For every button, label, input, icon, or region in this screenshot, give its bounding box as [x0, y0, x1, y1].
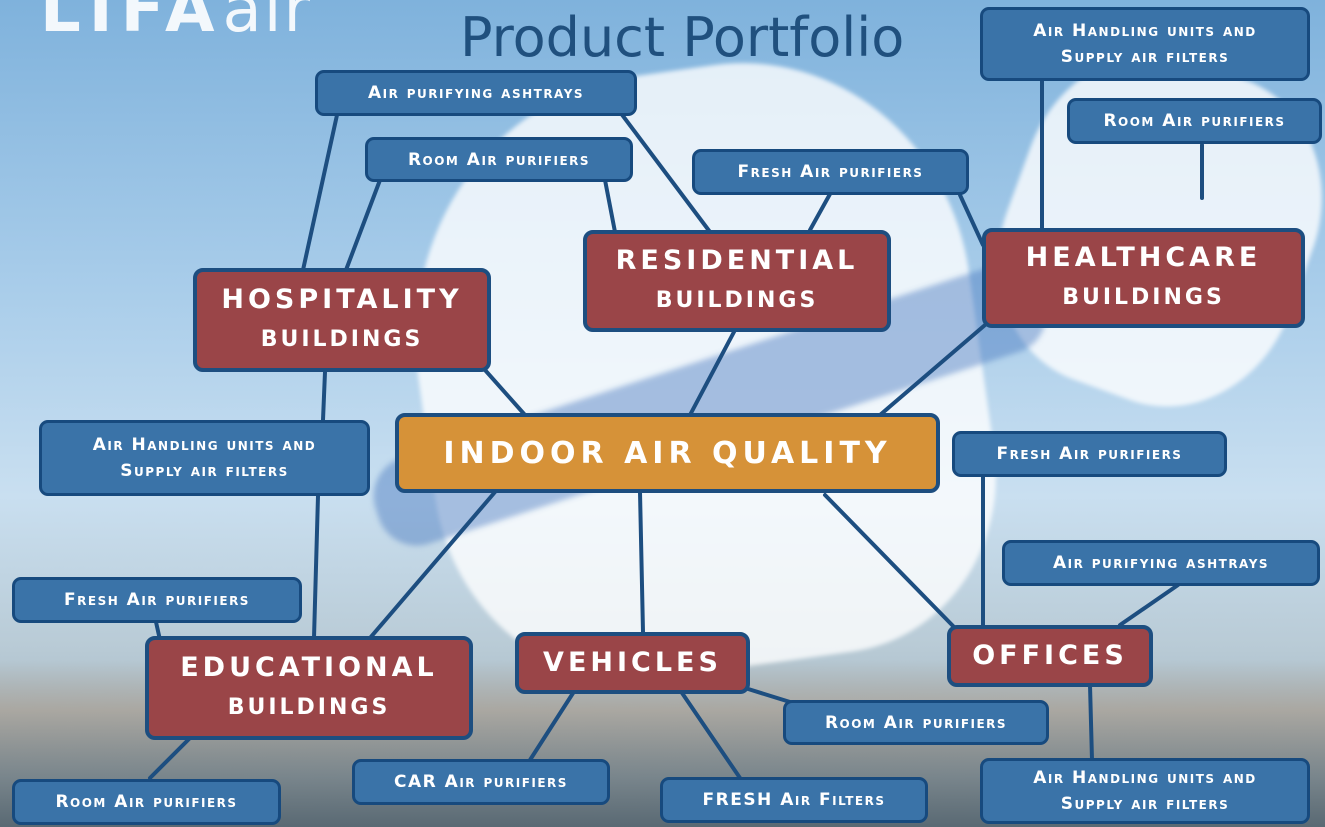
hc-room-purifiers-node: Room Air purifiers — [1067, 98, 1322, 144]
offices-node: OFFICES — [947, 625, 1153, 687]
edu-fresh-label: Fresh Air purifiers — [64, 590, 250, 610]
edu-fresh-purifiers-node: Fresh Air purifiers — [12, 577, 302, 623]
residential-sub-label: BUILDINGS — [655, 288, 819, 313]
healthcare-label: HEALTHCARE — [1025, 242, 1262, 273]
hc-ahu-node: Air Handling units and Supply air filter… — [980, 7, 1310, 81]
residential-label: RESIDENTIAL — [615, 245, 859, 276]
link-veh-car — [528, 688, 577, 762]
veh-fresh-filters-node: FRESH Air Filters — [660, 777, 928, 823]
hospitality-sub-label: BUILDINGS — [260, 327, 424, 352]
link-veh-fresh-filters — [678, 688, 742, 780]
educational-label: EDUCATIONAL — [180, 652, 438, 683]
link-center-residential — [688, 328, 737, 417]
off-ahu-line2: Supply air filters — [1060, 794, 1230, 814]
logo-main: LIFA — [40, 0, 223, 47]
healthcare-buildings-node: HEALTHCARE BUILDINGS — [982, 228, 1305, 328]
off-ashtrays-node: Air purifying ashtrays — [1002, 540, 1320, 586]
link-res-room — [603, 178, 617, 234]
vehicles-label: VEHICLES — [543, 647, 722, 678]
hosp-ashtrays-label: Air purifying ashtrays — [367, 83, 585, 103]
hospitality-label: HOSPITALITY — [221, 284, 463, 315]
link-edu-room — [148, 736, 192, 780]
hosp-ahu-line2: Supply air filters — [120, 461, 289, 481]
residential-buildings-node: RESIDENTIAL BUILDINGS — [583, 230, 891, 332]
link-res-fresh — [808, 192, 832, 232]
veh-room-label: Room Air purifiers — [824, 712, 1008, 733]
logo-suffix: air — [222, 0, 312, 47]
hc-room-label: Room Air purifiers — [1103, 111, 1286, 131]
veh-fresh-filters-label: FRESH Air Filters — [702, 790, 886, 810]
hosp-room-label: Room Air purifiers — [407, 149, 591, 170]
link-veh-room — [743, 686, 792, 704]
link-center-hospitality — [483, 368, 527, 417]
offices-label: OFFICES — [972, 640, 1128, 671]
hosp-room-purifiers-node: Room Air purifiers — [365, 137, 633, 182]
off-fresh-label: Fresh Air purifiers — [996, 444, 1183, 464]
veh-car-label: CAR Air purifiers — [394, 772, 568, 792]
hosp-ahu-node: Air Handling units and Supply air filter… — [39, 420, 370, 496]
veh-room-purifiers-node: Room Air purifiers — [783, 700, 1049, 745]
link-res-ashtrays — [618, 110, 712, 234]
link-hc-fresh — [958, 193, 985, 247]
link-center-educational — [368, 490, 497, 640]
off-ahu-line1: Air Handling units and — [1033, 768, 1257, 788]
link-hosp-ashtrays — [301, 113, 339, 272]
hospitality-buildings-node: HOSPITALITY BUILDINGS — [193, 268, 491, 372]
lifa-air-logo: LIFAair — [40, 0, 312, 42]
link-hosp-ahu — [321, 370, 327, 422]
off-ashtrays-label: Air purifying ashtrays — [1052, 553, 1270, 573]
hc-ahu-line1: Air Handling units and — [1033, 21, 1257, 41]
link-center-offices — [823, 493, 957, 630]
link-edu-ahu — [312, 494, 320, 640]
link-hosp-room — [344, 178, 382, 272]
educational-buildings-node: EDUCATIONAL BUILDINGS — [145, 636, 473, 740]
link-center-healthcare — [878, 323, 987, 417]
page-title: Product Portfolio — [460, 6, 905, 69]
link-center-vehicles — [638, 490, 645, 634]
hc-ahu-line2: Supply air filters — [1060, 47, 1230, 67]
vehicles-node: VEHICLES — [515, 632, 750, 694]
veh-car-purifiers-node: CAR Air purifiers — [352, 759, 610, 805]
indoor-air-quality-node: INDOOR AIR QUALITY — [395, 413, 940, 493]
hosp-ashtrays-node: Air purifying ashtrays — [315, 70, 637, 116]
edu-room-purifiers-node: Room Air purifiers — [12, 779, 281, 825]
hosp-ahu-line1: Air Handling units and — [92, 435, 317, 455]
link-off-ahu — [1088, 683, 1094, 762]
link-off-ashtrays — [1118, 583, 1180, 627]
edu-room-label: Room Air purifiers — [55, 792, 238, 812]
healthcare-sub-label: BUILDINGS — [1062, 285, 1225, 310]
center-label: INDOOR AIR QUALITY — [443, 435, 892, 471]
res-fresh-label: Fresh Air purifiers — [737, 162, 924, 182]
res-fresh-purifiers-node: Fresh Air purifiers — [692, 149, 969, 195]
off-fresh-purifiers-node: Fresh Air purifiers — [952, 431, 1227, 477]
off-ahu-node: Air Handling units and Supply air filter… — [980, 758, 1310, 824]
educational-sub-label: BUILDINGS — [227, 695, 391, 720]
